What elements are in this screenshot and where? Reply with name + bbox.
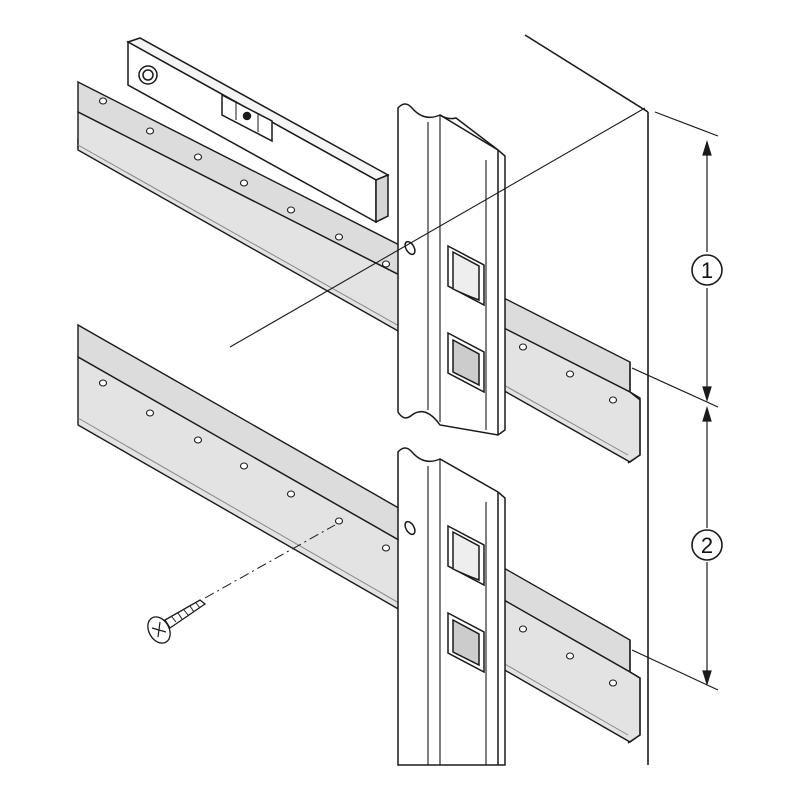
screw-axis-line [204, 524, 336, 599]
spirit-level [126, 37, 390, 224]
rail-holes-upper [98, 97, 618, 404]
screw [147, 599, 207, 644]
upright-slot [447, 611, 485, 674]
upright-slot [447, 331, 485, 394]
upright-slot [447, 524, 485, 587]
callout-2-number: 2 [701, 533, 713, 558]
sight-line [229, 107, 646, 348]
wall-panel [524, 34, 649, 765]
rail-holes-lower [98, 379, 618, 687]
callout-1-number: 1 [701, 258, 713, 283]
callout-1: 1 [691, 254, 723, 286]
upright-upper [397, 103, 506, 436]
callout-2: 2 [691, 529, 723, 561]
upright-lower [397, 447, 506, 766]
level-vial [221, 93, 273, 143]
dimension-lines [631, 111, 719, 691]
upright-slot [447, 244, 485, 307]
